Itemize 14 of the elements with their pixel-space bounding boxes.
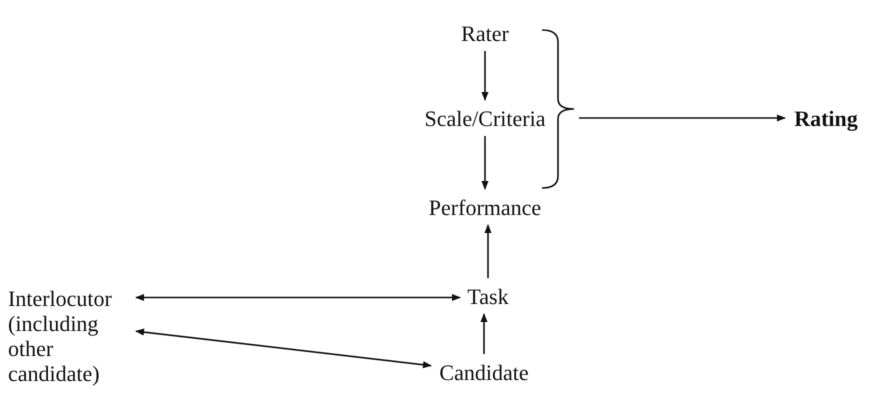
node-label: Scale/Criteria <box>424 106 546 130</box>
node-label: Rating <box>794 106 858 130</box>
arrow <box>481 51 489 101</box>
arrow <box>135 294 461 302</box>
arrow <box>484 224 492 278</box>
arrow <box>579 114 786 122</box>
arrow <box>480 313 488 354</box>
node-label: Interlocutor (including other candidate) <box>8 286 113 386</box>
node-label: Candidate <box>439 360 529 384</box>
node-label: Rater <box>461 20 509 46</box>
arrow <box>481 136 489 190</box>
node-label: Performance <box>428 194 542 220</box>
node-label: Task <box>467 284 509 308</box>
arrow <box>135 328 432 368</box>
